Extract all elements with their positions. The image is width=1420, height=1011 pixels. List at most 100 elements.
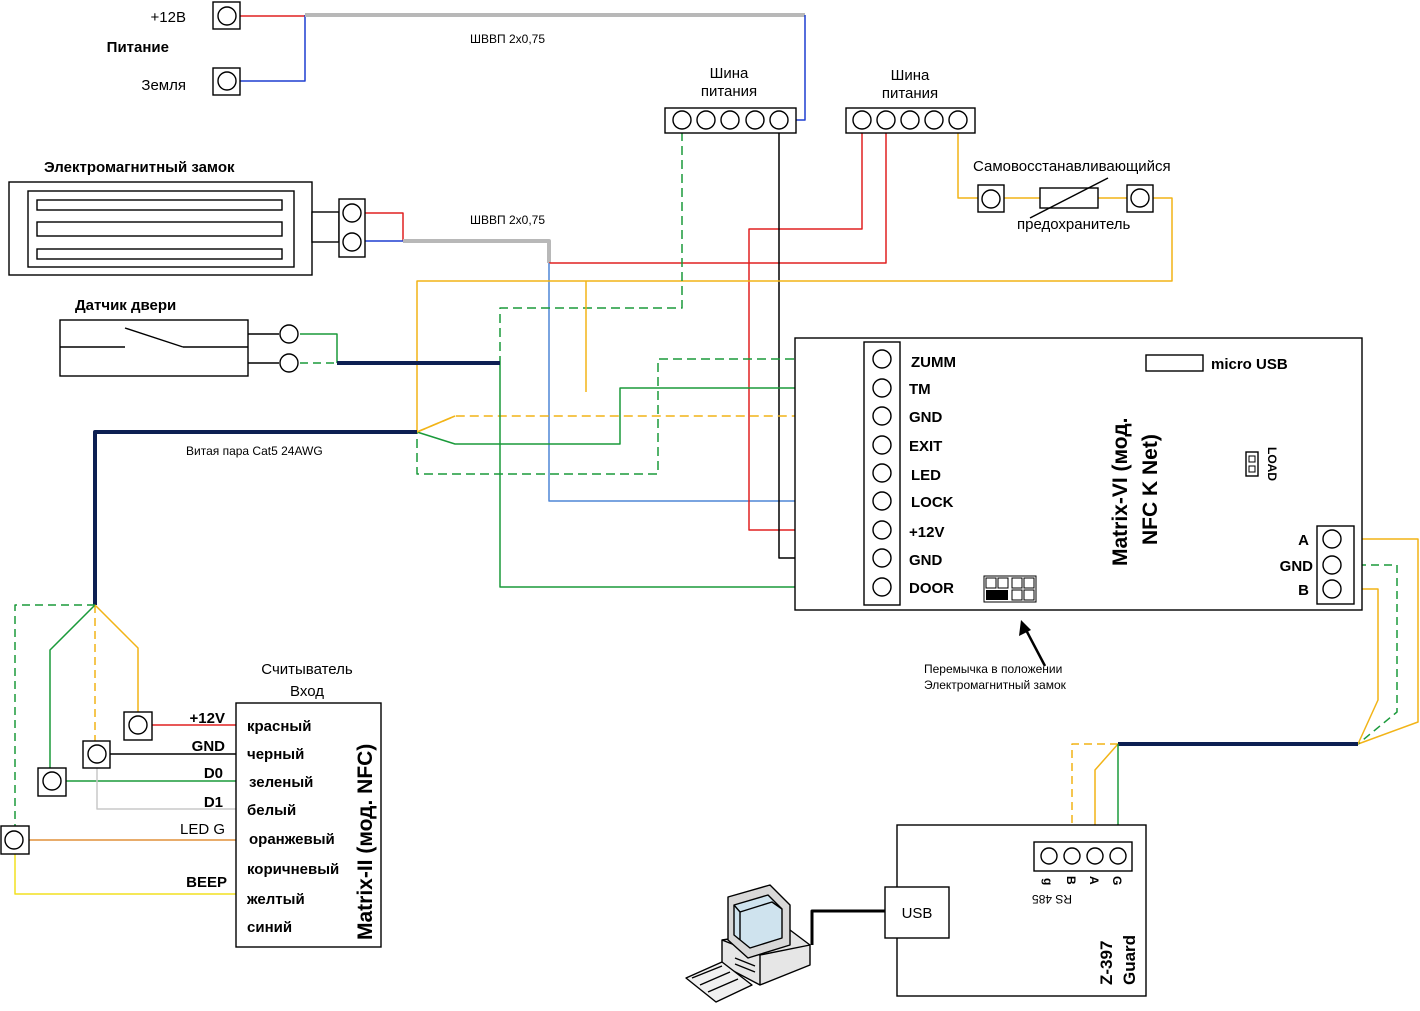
reader-matrix-ii: Считыватель Вход +12V GND D0 D1 LED G BE… xyxy=(0,661,382,948)
door-sensor-title: Датчик двери xyxy=(75,297,176,314)
controller-name-2: NFC K Net) xyxy=(1139,434,1162,545)
terminal-exit: EXIT xyxy=(909,438,942,455)
wire-door-sensor-1 xyxy=(300,333,338,363)
wire-reader-yellow xyxy=(94,604,139,712)
controller-terminals xyxy=(872,349,892,597)
resettable-fuse: Самовосстанавливающийся предохранитель xyxy=(973,158,1171,233)
bus1-title-1: Шина xyxy=(710,65,749,82)
twisted-pair-label: Витая пара Cat5 24AWG xyxy=(186,444,323,458)
power-ground-label: Земля xyxy=(141,77,186,94)
power-bus-2: Шина питания xyxy=(845,67,976,134)
reader-wire-green: зеленый xyxy=(249,774,313,791)
power-plus12-label: +12В xyxy=(151,9,186,26)
converter-name-2: Guard xyxy=(1120,935,1139,985)
wire-reader-beep xyxy=(14,853,236,895)
terminal-zumm: ZUMM xyxy=(911,354,956,371)
wire-reader-d1 xyxy=(96,768,236,810)
computer-icon xyxy=(685,884,811,1003)
micro-usb-port xyxy=(1145,354,1204,372)
wire-rs485-yellow xyxy=(1094,743,1119,845)
wire-lock-red-bus xyxy=(549,120,887,264)
reader-wire-black: черный xyxy=(247,746,304,763)
wires xyxy=(14,13,1419,945)
terminal-gnd2: GND xyxy=(909,552,943,569)
micro-usb-label: micro USB xyxy=(1211,356,1288,373)
wire-rs485-gnd xyxy=(1345,564,1398,745)
controller-name-1: Matrix-VI (мод. xyxy=(1109,418,1132,567)
wire-lock-blue-ctrl xyxy=(548,263,878,502)
controller-matrix-vi: ZUMM TM GND EXIT LED LOCK +12V GND DOOR … xyxy=(794,337,1363,611)
terminal-door: DOOR xyxy=(909,580,954,597)
conv-pin-a: A xyxy=(1087,876,1101,885)
reader-wire-brown: коричневый xyxy=(247,861,339,878)
wire-yellow-gnd xyxy=(416,415,456,433)
reader-pin-12v: +12V xyxy=(190,710,225,727)
wire-reader-green xyxy=(49,604,96,769)
wire-tm xyxy=(416,387,878,445)
conv-pin-G: G xyxy=(1110,876,1124,885)
rs485-a-label: A xyxy=(1298,532,1309,549)
rs485-b-label: B xyxy=(1298,582,1309,599)
wire-rs485-b xyxy=(1345,588,1379,745)
wire-fuse-out xyxy=(416,197,1173,432)
power-cable-label: ШВВП 2х0,75 xyxy=(470,32,545,46)
lock-title: Электромагнитный замок xyxy=(44,159,235,176)
terminal-lock: LOCK xyxy=(911,494,954,511)
reader-wire-blue: синий xyxy=(247,919,292,936)
terminal-led: LED xyxy=(911,467,941,484)
reader-pin-d0: D0 xyxy=(204,765,223,782)
power-bus-1: Шина питания xyxy=(664,65,797,134)
reader-model: Matrix-II (мод. NFC) xyxy=(354,744,377,940)
bus2-title-1: Шина xyxy=(891,67,930,84)
wire-fuse-in xyxy=(957,120,978,199)
reader-wire-white: белый xyxy=(247,802,296,819)
wire-zumm-dash xyxy=(416,358,878,475)
terminal-gnd: GND xyxy=(909,409,943,426)
reader-pin-beep: BEEP xyxy=(186,874,227,891)
conv-rs485: RS 485 xyxy=(1032,892,1072,906)
power-title: Питание xyxy=(107,39,169,56)
jumper-note: Перемычка в положении Электромагнитный з… xyxy=(924,620,1067,692)
fuse-label-top: Самовосстанавливающийся xyxy=(973,158,1171,175)
wire-power-plus xyxy=(240,15,306,17)
jumper-note-line1: Перемычка в положении xyxy=(924,662,1062,676)
terminal-plus12v: +12V xyxy=(909,524,944,541)
wire-rs485-a xyxy=(1345,538,1419,745)
converter-z397: g B A G RS 485 USB Z-397 Guard xyxy=(884,824,1147,997)
rs485-gnd-label: GND xyxy=(1280,558,1314,575)
conv-pin-g: g xyxy=(1041,878,1055,885)
cable-twisted-pair xyxy=(93,430,417,605)
bus1-title-2: питания xyxy=(701,83,757,100)
jumper-block xyxy=(983,575,1037,603)
converter-name-1: Z-397 xyxy=(1097,941,1116,985)
power-plus-terminal xyxy=(217,6,237,26)
reader-pin-d1: D1 xyxy=(204,794,223,811)
power-ground-terminal xyxy=(217,71,237,91)
load-label: LOAD xyxy=(1265,447,1279,481)
reader-wire-yellow: желтый xyxy=(246,891,305,908)
wire-power-blue-to-bus xyxy=(793,15,806,121)
door-sensor: Датчик двери xyxy=(59,297,299,377)
wire-reader-green-dash xyxy=(14,604,95,826)
terminal-tm: TM xyxy=(909,381,931,398)
wire-yellow-dash xyxy=(416,415,878,433)
reader-title-1: Считыватель xyxy=(261,661,353,678)
usb-label: USB xyxy=(902,905,933,922)
fuse-label-bottom: предохранитель xyxy=(1017,216,1131,233)
reader-pin-ledg: LED G xyxy=(180,821,225,838)
wire-rs485-yellow-dash xyxy=(1071,743,1118,845)
bus2-title-2: питания xyxy=(882,85,938,102)
cable-lock xyxy=(403,239,551,263)
reader-pin-gnd: GND xyxy=(192,738,226,755)
wire-plus12-ctrl xyxy=(748,120,878,531)
wire-green-dash-bus xyxy=(499,132,683,363)
wire-lock-red xyxy=(365,212,404,241)
conv-pin-b: B xyxy=(1064,876,1078,885)
cable-usb xyxy=(810,909,885,945)
wire-power-ground xyxy=(240,15,306,82)
lock-cable-label: ШВВП 2х0,75 xyxy=(470,213,545,227)
power-input: +12В Питание Земля ШВВП 2х0,75 xyxy=(107,1,545,96)
wire-door xyxy=(499,363,878,588)
